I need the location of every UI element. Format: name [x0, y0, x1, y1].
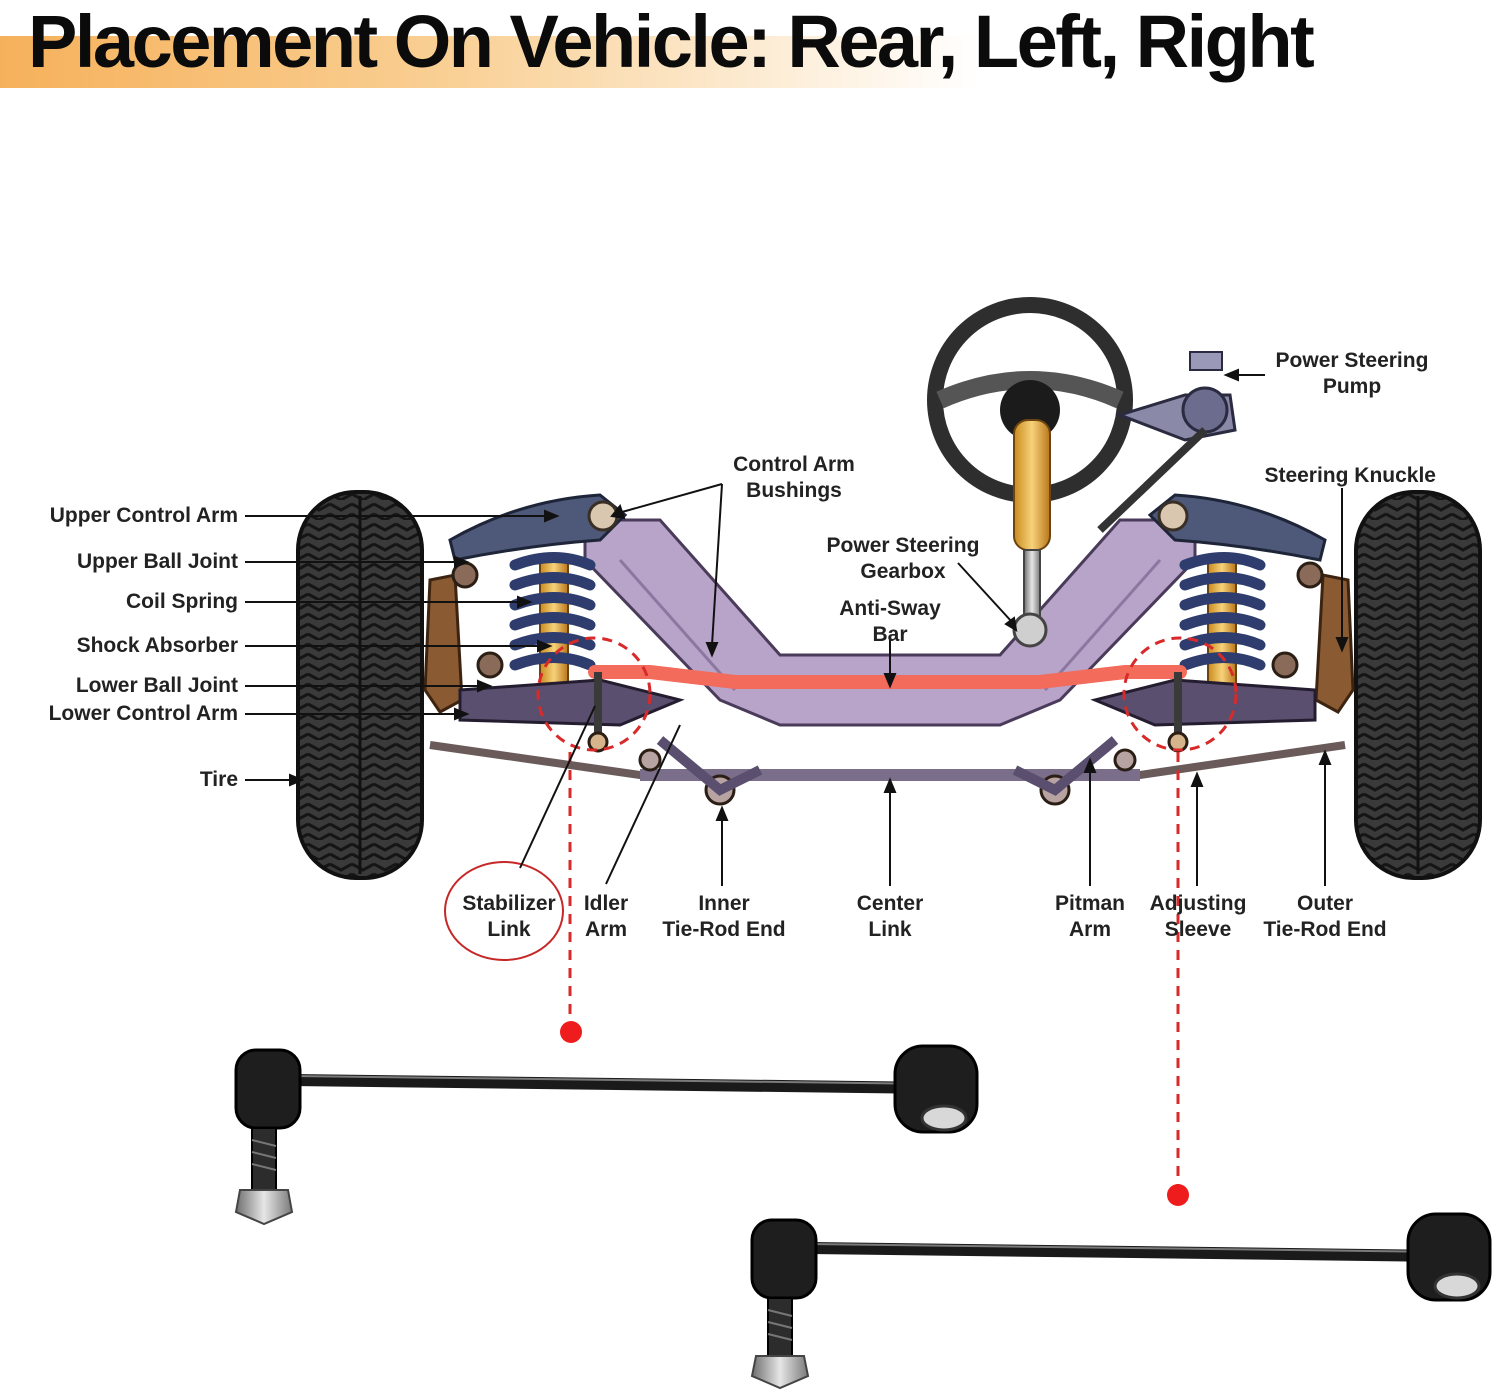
power-steering-gearbox: [1012, 612, 1048, 648]
right-coil-spring: [1179, 552, 1266, 691]
left-lower-control-arm: [458, 678, 685, 727]
right-control-arm-bushing: [1157, 500, 1189, 532]
label-stabilizer-link: Stabilizer Link: [462, 892, 556, 941]
left-steering-knuckle: [423, 573, 464, 714]
label-tire: Tire: [199, 768, 238, 791]
leader-lines: [245, 368, 1349, 886]
stabilizer-link-product-left: [234, 1044, 979, 1226]
right-tire: [1354, 490, 1482, 880]
right-steering-knuckle: [1314, 573, 1355, 714]
label-power-steering-gearbox: Power Steering Gearbox: [826, 534, 980, 583]
right-upper-control-arm: [1147, 493, 1327, 562]
label-shock-absorber: Shock Absorber: [76, 634, 238, 657]
label-steering-knuckle: Steering Knuckle: [1264, 464, 1436, 487]
label-lower-control-arm: Lower Control Arm: [48, 702, 238, 725]
stabilizer-link-label-circle: [444, 861, 564, 961]
right-guide-dot: [1167, 1184, 1189, 1206]
label-pitman-arm: Pitman Arm: [1054, 892, 1125, 941]
label-control-arm-bushings: Control Arm Bushings: [733, 453, 855, 502]
power-steering-pump: [1097, 351, 1237, 533]
label-power-steering-pump: Power Steering Pump: [1275, 349, 1429, 398]
title-highlight-band: [0, 36, 980, 88]
stabilizer-link-product-right: [750, 1212, 1492, 1390]
label-outer-tie-rod-end: Outer Tie-Rod End: [1263, 892, 1387, 941]
label-upper-ball-joint: Upper Ball Joint: [76, 550, 238, 573]
left-lower-ball-joint: [476, 651, 504, 679]
label-anti-sway-bar: Anti-Sway Bar: [839, 597, 941, 646]
label-idler-arm: Idler Arm: [583, 892, 629, 941]
left-stabilizer-highlight: [536, 636, 652, 752]
right-upper-ball-joint: [1296, 561, 1324, 589]
left-coil-spring: [509, 552, 596, 691]
label-coil-spring: Coil Spring: [126, 590, 238, 613]
steering-column: [1012, 419, 1051, 648]
page-title: Placement On Vehicle: Rear, Left, Right: [28, 0, 1315, 83]
right-lower-control-arm: [1090, 678, 1317, 727]
right-lower-ball-joint: [1271, 651, 1299, 679]
right-stabilizer-highlight: [1122, 636, 1238, 752]
label-adjusting-sleeve: Adjusting Sleeve: [1149, 892, 1247, 941]
steering-linkage: [429, 736, 1346, 806]
label-upper-control-arm: Upper Control Arm: [49, 504, 238, 527]
label-lower-ball-joint: Lower Ball Joint: [75, 674, 238, 697]
left-stabilizer-link-on-vehicle: [587, 672, 609, 753]
left-guide-dot: [560, 1021, 582, 1043]
label-center-link: Center Link: [856, 892, 924, 941]
right-stabilizer-link-on-vehicle: [1167, 672, 1189, 753]
label-inner-tie-rod-end: Inner Tie-Rod End: [662, 892, 786, 941]
